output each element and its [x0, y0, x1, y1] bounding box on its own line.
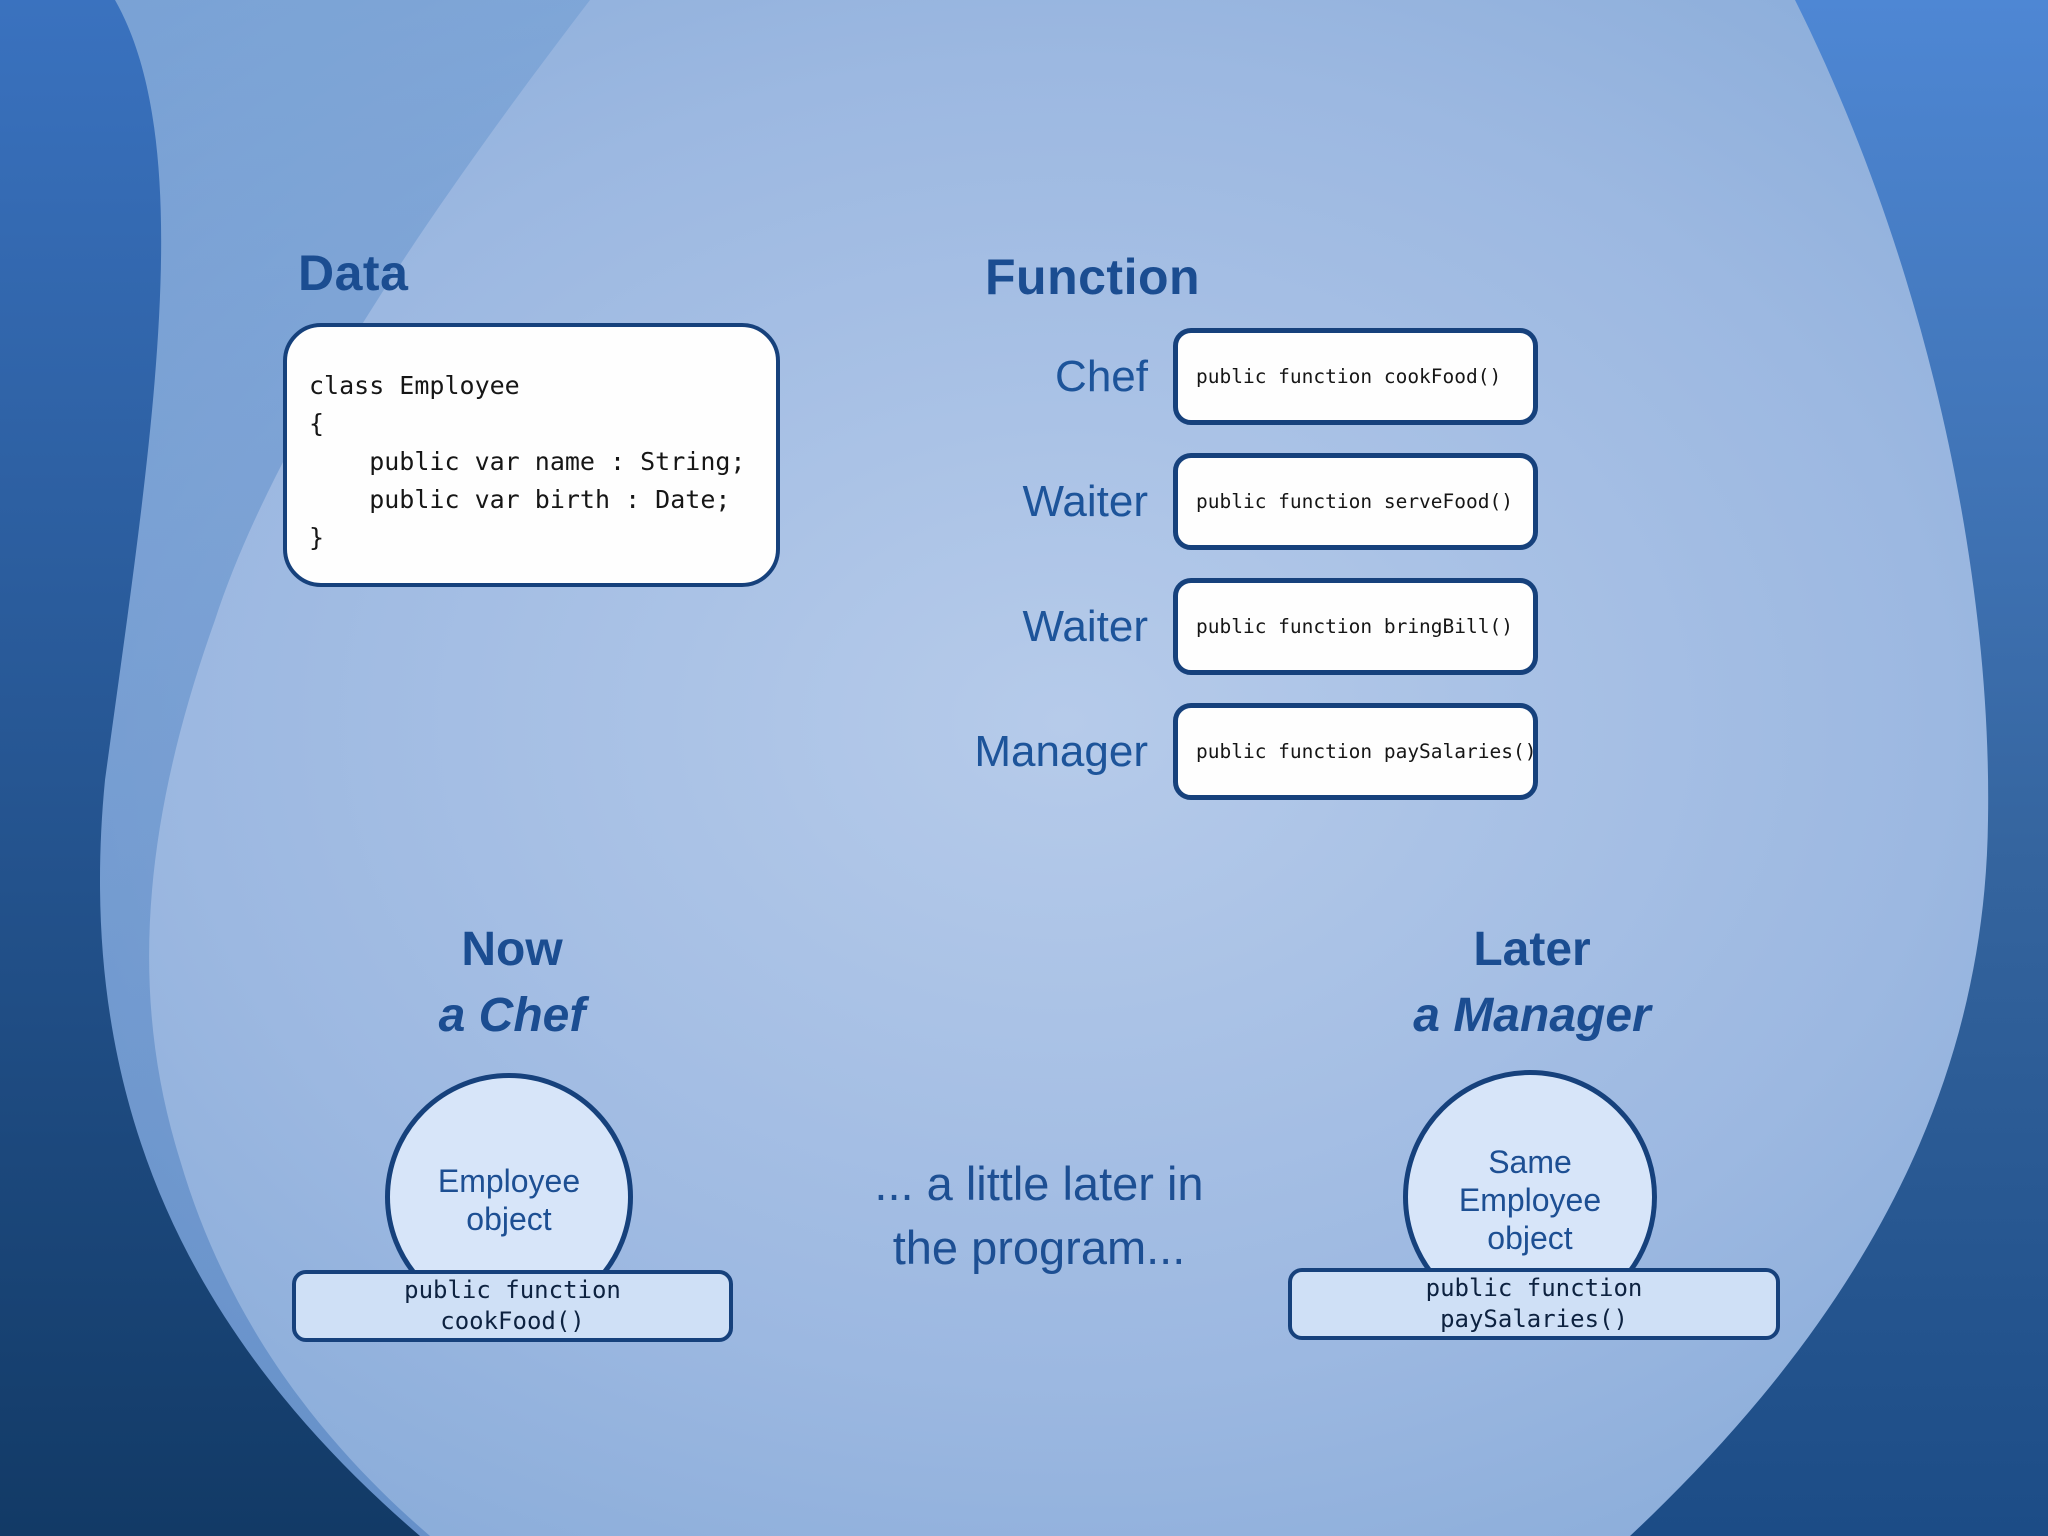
center-caption: ... a little later in the program...: [789, 1152, 1289, 1280]
function-section-heading: Function: [985, 249, 1201, 305]
function-row-waiter-1: Waiter public function serveFood(): [830, 453, 1560, 550]
circle-label-line: Same: [1488, 1144, 1572, 1180]
method-box-line: paySalaries(): [1440, 1305, 1628, 1333]
method-box-line: cookFood(): [440, 1307, 585, 1335]
now-subtitle: a Chef: [438, 989, 586, 1042]
function-signature: public function cookFood(): [1196, 365, 1502, 388]
function-signature: public function serveFood(): [1196, 490, 1513, 513]
role-label: Waiter: [1022, 476, 1149, 526]
caption-line: ... a little later in: [874, 1157, 1204, 1210]
code-line: {: [309, 409, 325, 438]
caption-line: the program...: [892, 1221, 1186, 1274]
function-row-chef: Chef public function cookFood(): [830, 328, 1560, 425]
later-subtitle: a Manager: [1413, 989, 1651, 1042]
circle-label-line: Employee: [1458, 1182, 1602, 1218]
role-label: Manager: [974, 726, 1148, 776]
paysalaries-function-box: public function paySalaries(): [1173, 703, 1538, 800]
circle-label-line: Employee: [437, 1163, 581, 1199]
later-title: Later: [1473, 923, 1591, 976]
role-label: Chef: [1055, 351, 1148, 401]
role-label: Waiter: [1022, 601, 1149, 651]
paysalaries-method-box: public function paySalaries(): [1288, 1268, 1780, 1340]
function-row-waiter-2: Waiter public function bringBill(): [830, 578, 1560, 675]
now-title: Now: [461, 923, 563, 976]
function-signature: public function bringBill(): [1196, 615, 1513, 638]
method-box-line: public function: [404, 1276, 621, 1304]
cookfood-function-box: public function cookFood(): [1173, 328, 1538, 425]
method-box-line: public function: [1425, 1274, 1643, 1302]
code-line: public var name : String;: [309, 447, 746, 476]
code-line: }: [309, 523, 325, 552]
code-line: public var birth : Date;: [309, 485, 731, 514]
code-line: class Employee: [309, 371, 520, 400]
bringbill-function-box: public function bringBill(): [1173, 578, 1538, 675]
employee-object-circle: Employee object: [385, 1073, 633, 1321]
circle-label-line: object: [466, 1201, 552, 1237]
cookfood-method-box: public function cookFood(): [292, 1270, 733, 1342]
circle-label-line: object: [1487, 1220, 1573, 1256]
servefood-function-box: public function serveFood(): [1173, 453, 1538, 550]
function-row-manager: Manager public function paySalaries(): [830, 703, 1560, 800]
function-signature: public function paySalaries(): [1196, 740, 1537, 763]
employee-class-code-box: class Employee { public var name : Strin…: [283, 323, 780, 587]
data-section-heading: Data: [298, 245, 409, 301]
